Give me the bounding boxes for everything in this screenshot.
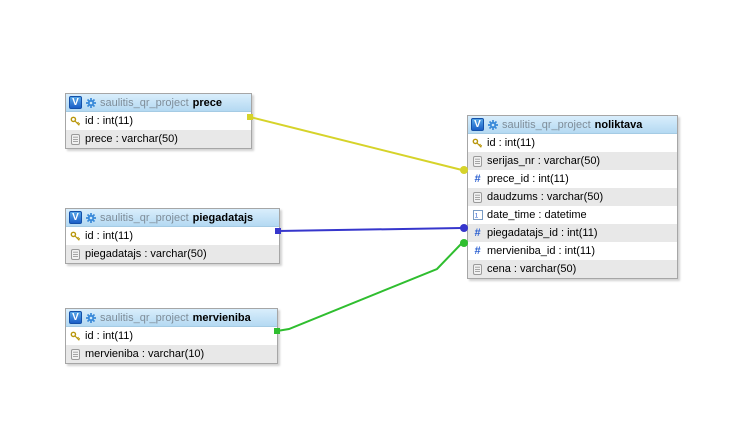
column-label: daudzums : varchar(50) [487,191,604,203]
relation-line-mervieniba-noliktava[interactable] [276,242,463,332]
gear-icon[interactable] [487,119,499,131]
column-label: piegadatajs : varchar(50) [85,248,207,260]
column-row-noliktava-7[interactable]: cena : varchar(50) [468,260,677,278]
table-name: prece [192,96,223,109]
column-label: id : int(11) [85,115,134,127]
schema-name: saulitis_qr_project [100,211,189,224]
text-field-icon [70,248,81,260]
svg-text:1: 1 [474,212,478,219]
column-row-prece-0[interactable]: id : int(11) [66,112,251,130]
numeric-field-icon: # [474,172,481,185]
table-name: piegadatajs [192,211,254,224]
table-name: mervieniba [192,311,251,324]
text-field-icon [472,155,483,167]
designer-v-icon: V [471,118,484,131]
column-label: mervieniba : varchar(10) [85,348,205,360]
column-label: id : int(11) [85,230,134,242]
designer-v-icon: V [69,211,82,224]
schema-name: saulitis_qr_project [502,118,591,131]
column-row-noliktava-2[interactable]: # prece_id : int(11) [468,170,677,188]
primary-key-icon [472,138,483,149]
schema-name: saulitis_qr_project [100,311,189,324]
column-label: cena : varchar(50) [487,263,577,275]
relation-line-prece-noliktava[interactable] [249,116,463,171]
gear-icon[interactable] [85,212,97,224]
column-label: date_time : datetime [487,209,587,221]
column-label: mervieniba_id : int(11) [487,245,596,257]
designer-v-icon: V [69,96,82,109]
gear-icon[interactable] [85,312,97,324]
primary-key-icon [70,231,81,242]
schema-name: saulitis_qr_project [100,96,189,109]
column-row-noliktava-1[interactable]: serijas_nr : varchar(50) [468,152,677,170]
column-row-mervieniba-1[interactable]: mervieniba : varchar(10) [66,345,277,363]
column-label: piegadatajs_id : int(11) [487,227,598,239]
column-label: prece_id : int(11) [487,173,569,185]
text-field-icon [472,263,483,275]
column-label: id : int(11) [487,137,536,149]
column-row-noliktava-6[interactable]: # mervieniba_id : int(11) [468,242,677,260]
relation-line-piegadatajs-noliktava[interactable] [277,227,463,232]
column-label: id : int(11) [85,330,134,342]
numeric-field-icon: # [474,226,481,239]
text-field-icon [70,133,81,145]
column-row-mervieniba-0[interactable]: id : int(11) [66,327,277,345]
designer-v-icon: V [69,311,82,324]
column-row-noliktava-3[interactable]: daudzums : varchar(50) [468,188,677,206]
text-field-icon [70,348,81,360]
column-row-noliktava-5[interactable]: # piegadatajs_id : int(11) [468,224,677,242]
numeric-field-icon: # [474,244,481,257]
column-label: serijas_nr : varchar(50) [487,155,601,167]
gear-icon[interactable] [85,97,97,109]
column-row-prece-1[interactable]: prece : varchar(50) [66,130,251,148]
primary-key-icon [70,331,81,342]
primary-key-icon [70,116,81,127]
text-field-icon [472,191,483,203]
column-row-noliktava-0[interactable]: id : int(11) [468,134,677,152]
column-row-piegadatajs-1[interactable]: piegadatajs : varchar(50) [66,245,279,263]
table-name: noliktava [594,118,643,131]
column-row-piegadatajs-0[interactable]: id : int(11) [66,227,279,245]
datetime-field-icon: 1 [472,210,483,220]
column-row-noliktava-4[interactable]: 1 date_time : datetime [468,206,677,224]
column-label: prece : varchar(50) [85,133,178,145]
